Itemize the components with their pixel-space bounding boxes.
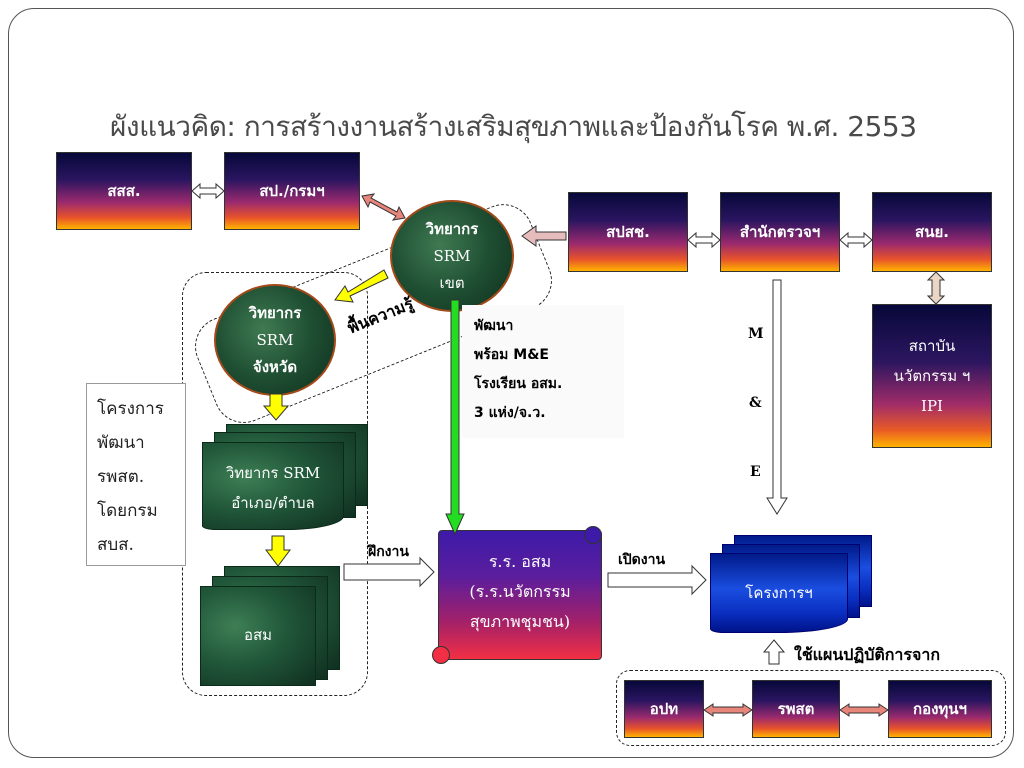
side-project-line3: รพสต. (97, 467, 145, 487)
bottom-dashed-area (616, 670, 1006, 746)
osm-school-scroll: ร.ร. อสม (ร.ร.นวัตกรรม สุขภาพชุมชน) (438, 530, 602, 660)
arrow-region-province (334, 269, 389, 303)
box-sss: สสส. (56, 152, 192, 230)
district-resource-line1: วิทยากร SRM (225, 464, 321, 482)
me-label-e: E (750, 464, 761, 480)
page-title: ผังแนวคิด: การสร้างงานสร้างเสริมสุขภาพแล… (110, 110, 917, 143)
district-resource-text: วิทยากร SRM อำเภอ/ตำบล (202, 458, 344, 518)
box-snyo: สนย. (872, 192, 992, 272)
district-doc-front (202, 442, 344, 530)
region-resource-circle: วิทยากร SRM เขต (390, 200, 514, 312)
box-sp-department: สป./กรมฯ (224, 152, 360, 230)
box-inspector-office: สำนักตรวจฯ (720, 192, 840, 272)
arrow-rpst-fund (839, 703, 889, 717)
box-innovation-institute: สถาบัน นวัตกรรม ฯ IPI (872, 304, 992, 448)
district-resource-line2: อำเภอ/ตำบล (231, 494, 315, 512)
arrow-me-projects (766, 279, 788, 515)
arrow-sp-region (361, 193, 406, 221)
arrow-snyo-institute (926, 271, 946, 305)
box-rpst: รพสต (752, 680, 840, 738)
arrow-inspector-snyo (839, 231, 873, 249)
training-label: ฝึกงาน (368, 544, 409, 560)
side-project-line5: สบส. (97, 535, 134, 555)
development-note-box (462, 305, 624, 438)
development-note-line3: โรงเรียน อสม. (474, 376, 563, 392)
side-project-line1: โครงการ (97, 399, 164, 419)
use-plan-label: ใช้แผนปฏิบัติการจาก (794, 645, 941, 664)
school-line1: ร.ร. อสม (488, 552, 552, 571)
side-project-line4: โดยกรม (97, 501, 158, 521)
box-opt: อปท (624, 680, 704, 738)
projects-text: โครงการฯ (745, 584, 813, 602)
institute-line1: สถาบัน (908, 337, 956, 355)
arrow-osm-school (343, 556, 435, 588)
institute-line2: นวัตกรรม ฯ (893, 367, 971, 385)
arrow-opt-rpst (703, 703, 753, 717)
province-resource-line2: SRM (256, 330, 294, 349)
school-line3: สุขภาพชุมชน) (469, 612, 571, 631)
development-note-line4: 3 แห่ง/จ.ว. (474, 405, 546, 421)
school-line2: (ร.ร.นวัตกรรม (469, 582, 571, 601)
region-resource-line3: เขต (439, 273, 465, 292)
arrow-school-projects (607, 564, 707, 596)
region-resource-line2: SRM (433, 246, 471, 265)
osm-doc-front (200, 586, 316, 686)
arrow-spsch-region (521, 225, 567, 247)
me-label-amp: & (749, 395, 762, 411)
arrow-spsch-inspector (687, 231, 721, 249)
institute-line3: IPI (921, 397, 943, 415)
side-project-box: โครงการ พัฒนา รพสต. โดยกรม สบส. (86, 383, 186, 566)
open-work-label: เปิดงาน (618, 552, 666, 568)
scroll-curl-bottom (432, 646, 450, 664)
scroll-curl-top (584, 526, 602, 544)
arrow-use-plan (762, 639, 786, 665)
slide-frame (8, 8, 1014, 758)
development-note-line2: พร้อม M&E (474, 347, 549, 363)
arrow-district-osm (265, 535, 291, 567)
arrow-sss-sp (191, 182, 225, 200)
osm-text: อสม (243, 626, 273, 644)
development-note-line1: พัฒนา (474, 318, 514, 334)
region-resource-line1: วิทยากร (425, 219, 479, 238)
me-label-m: M (748, 326, 764, 342)
projects-doc-front (710, 553, 848, 633)
province-resource-line3: จังหวัด (252, 357, 298, 376)
arrow-region-school (445, 299, 465, 536)
development-note: พัฒนา พร้อม M&E โรงเรียน อสม. 3 แห่ง/จ.ว… (474, 312, 562, 428)
side-project-line2: พัฒนา (97, 433, 145, 453)
box-spsch: สปสช. (568, 192, 688, 272)
arrow-province-district (262, 393, 290, 421)
province-resource-line1: วิทยากร (248, 303, 302, 322)
box-fund: กองทุนฯ (888, 680, 992, 738)
province-resource-circle: วิทยากร SRM จังหวัด (214, 284, 336, 396)
